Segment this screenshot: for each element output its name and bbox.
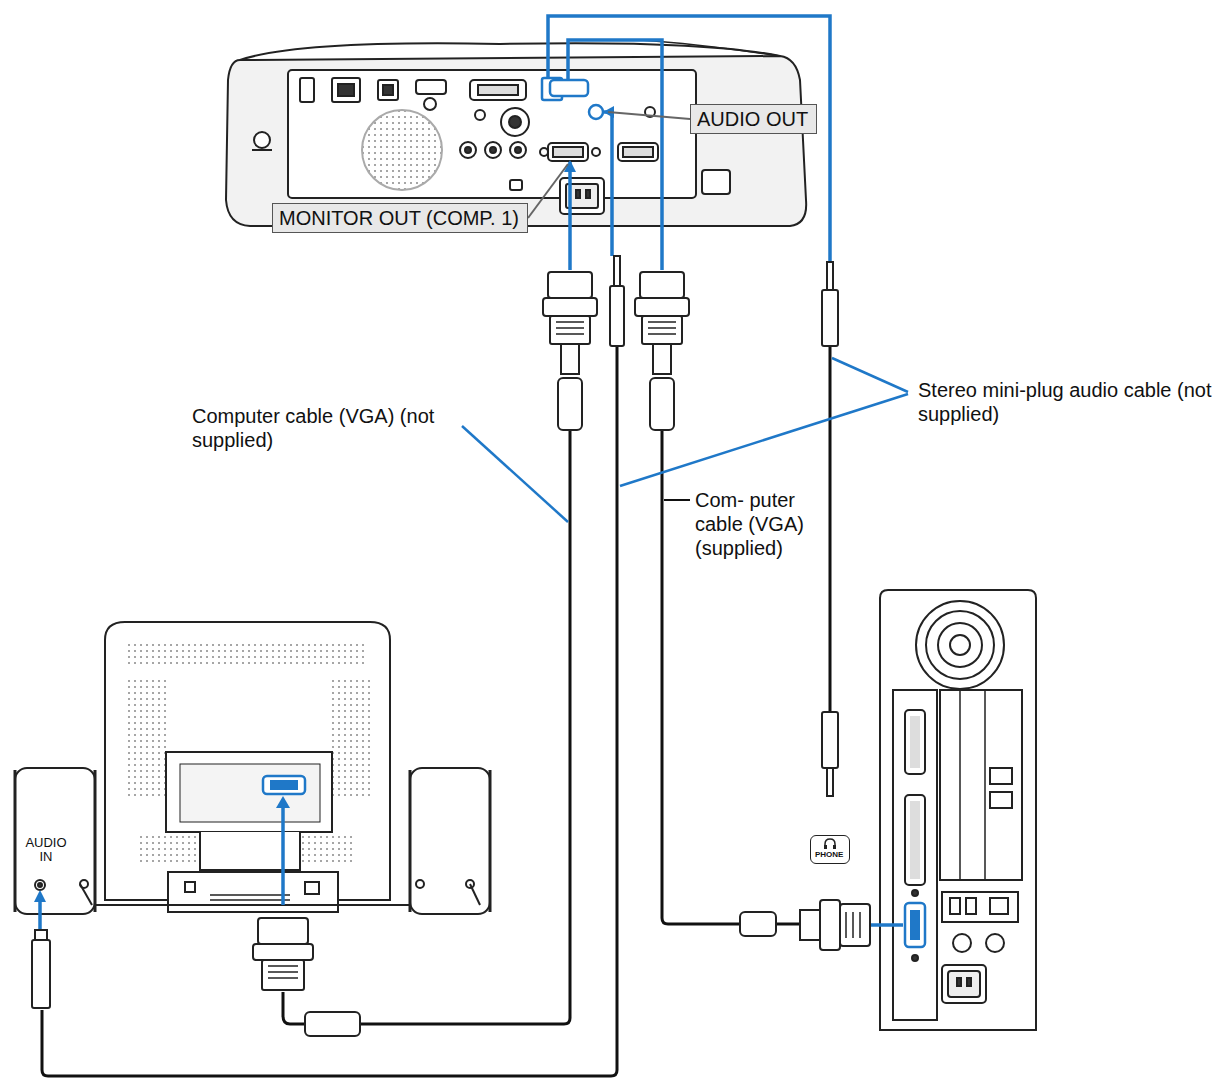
cable-label: Stereo mini-plug audio cable (not suppli…	[918, 378, 1223, 426]
leader-line	[608, 112, 690, 119]
leader-line	[528, 164, 568, 218]
leader-line	[664, 499, 690, 501]
cables	[42, 345, 830, 1076]
callout-box: AUDIO OUT	[690, 104, 817, 134]
arrowheads	[34, 106, 614, 902]
headphone-icon	[823, 838, 837, 850]
cable-label: Com- puter cable (VGA) (supplied)	[695, 488, 820, 560]
computer-tower	[880, 590, 1036, 1030]
callout-box: MONITOR OUT (COMP. 1)	[272, 203, 528, 233]
monitor	[105, 622, 390, 912]
port-label: PHONE	[810, 835, 850, 864]
cable-routes	[40, 16, 903, 935]
port-label: AUDIO IN	[18, 836, 74, 864]
callout-text: MONITOR OUT (COMP. 1)	[279, 206, 521, 230]
leader-lines	[462, 358, 908, 522]
speakers	[15, 768, 490, 914]
callout-text: PHONE	[815, 850, 845, 860]
cable-label: Computer cable (VGA) (not supplied)	[192, 404, 454, 452]
callout-text: AUDIO OUT	[697, 107, 810, 131]
connector-plugs	[32, 256, 870, 1036]
